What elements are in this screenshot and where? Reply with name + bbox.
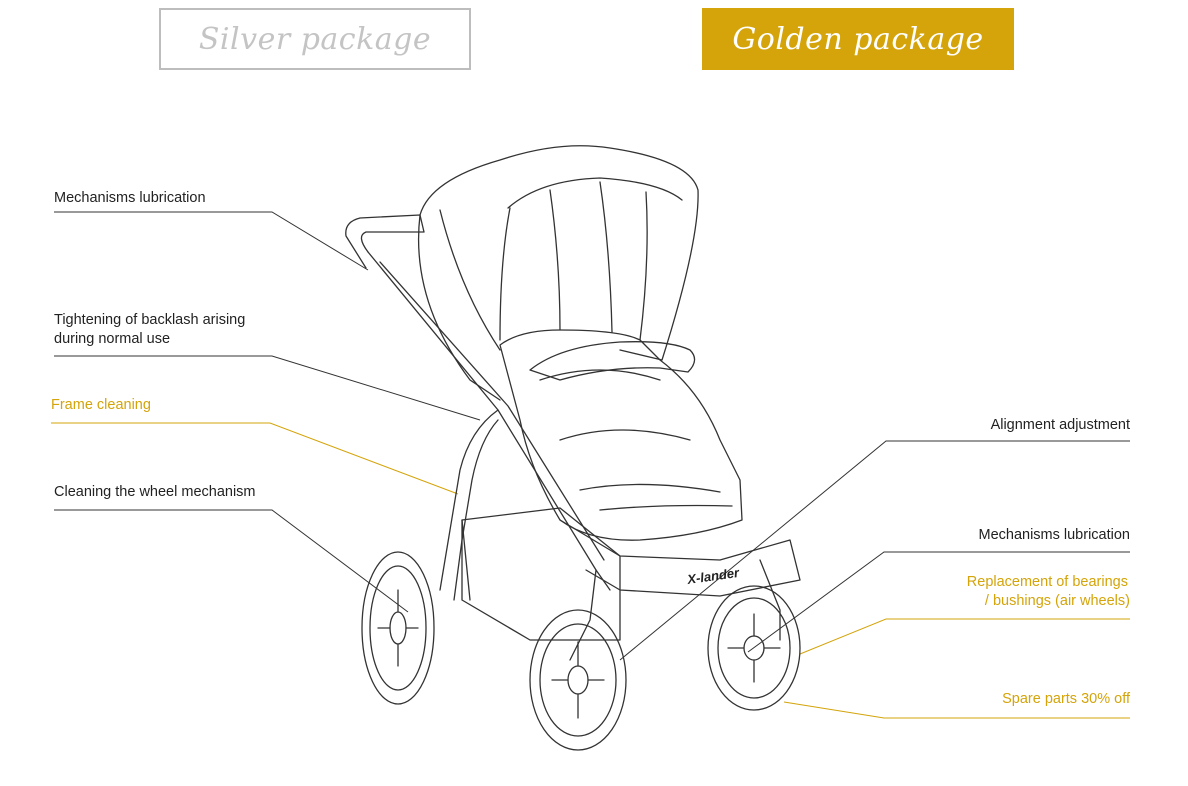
label-replacement-line2: / bushings (air wheels) bbox=[984, 593, 1130, 609]
label-mechanisms-lubrication-left: Mechanisms lubrication bbox=[54, 190, 206, 206]
leader-mechanisms-lubrication-right bbox=[747, 551, 1130, 653]
leader-alignment bbox=[619, 440, 1130, 661]
seat bbox=[499, 329, 743, 541]
leader-tightening bbox=[54, 355, 481, 421]
label-alignment: Alignment adjustment bbox=[990, 417, 1130, 433]
stroller-brand-label: X-lander bbox=[685, 565, 741, 587]
bumper-bar bbox=[529, 341, 696, 381]
label-spare-parts: Spare parts 30% off bbox=[1002, 691, 1130, 707]
label-replacement-line1: Replacement of bearings bbox=[966, 574, 1128, 590]
label-cleaning-wheel: Cleaning the wheel mechanism bbox=[54, 484, 256, 500]
tab-golden-package[interactable]: Golden package bbox=[702, 8, 1014, 70]
rear-frame bbox=[367, 251, 611, 591]
leader-cleaning-wheel bbox=[54, 509, 409, 613]
leader-frame-cleaning bbox=[51, 422, 459, 495]
label-tightening-line2: during normal use bbox=[54, 331, 171, 347]
canopy bbox=[419, 145, 699, 361]
label-frame-cleaning: Frame cleaning bbox=[51, 397, 151, 413]
leader-mechanisms-lubrication-left bbox=[54, 211, 369, 271]
label-mechanisms-lubrication-right: Mechanisms lubrication bbox=[978, 527, 1130, 543]
leader-spare-parts bbox=[783, 701, 1130, 719]
footrest bbox=[559, 519, 801, 597]
handlebar bbox=[345, 214, 425, 269]
leader-replacement bbox=[799, 618, 1130, 655]
basket bbox=[461, 507, 621, 641]
wheel-right bbox=[707, 585, 801, 711]
stroller-drawing bbox=[345, 145, 801, 751]
wheel-rear-left bbox=[361, 551, 435, 705]
tab-silver-package[interactable]: Silver package bbox=[159, 8, 471, 70]
wheel-front-left bbox=[529, 609, 627, 751]
label-tightening-line1: Tightening of backlash arising bbox=[54, 312, 246, 328]
